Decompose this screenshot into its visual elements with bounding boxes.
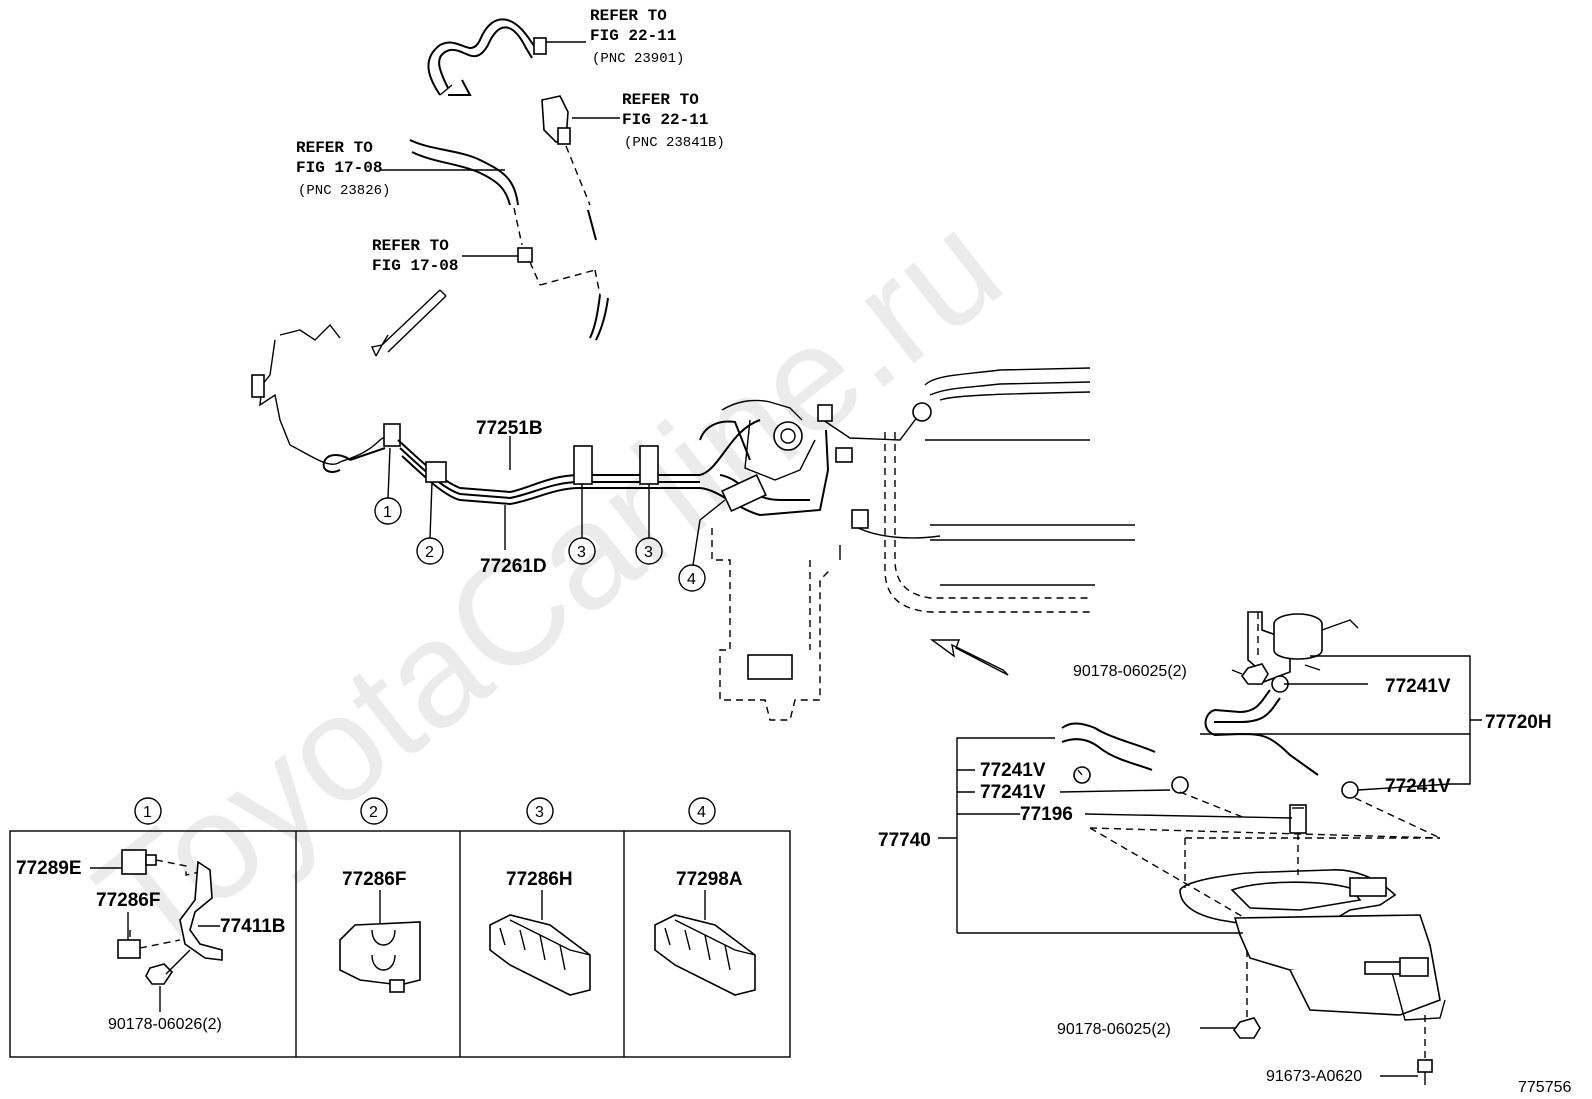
hose-lower xyxy=(1061,722,1189,794)
callout-2: 2 xyxy=(416,481,444,565)
ref-label-1-pnc: (PNC 23901) xyxy=(592,51,684,67)
label-77196: 77196 xyxy=(1020,804,1073,825)
hose-upper xyxy=(1204,689,1319,776)
figure-number: 775756 xyxy=(1518,1079,1571,1096)
cell3-label: 77286H xyxy=(506,869,573,890)
cell1-parts xyxy=(117,849,223,985)
ref-label-3: REFER TO xyxy=(296,139,373,157)
purge-valve xyxy=(1289,804,1307,834)
label-clip-a: 77241V xyxy=(1385,676,1451,697)
label-clip-d: 77241V xyxy=(1385,776,1451,797)
tube-bundle xyxy=(251,323,830,517)
table-header-4: 4 xyxy=(688,797,716,825)
callout-1: 1 xyxy=(374,447,402,525)
direction-arrow-1 xyxy=(371,289,447,357)
cell1-label-a: 77289E xyxy=(16,858,82,879)
callout-4: 4 xyxy=(678,499,726,592)
ref-label-4: REFER TO xyxy=(372,237,449,255)
part-label-77261d: 77261D xyxy=(480,556,547,577)
clamp-77286h xyxy=(489,914,591,996)
svg-text:4: 4 xyxy=(697,804,706,821)
label-clip-c: 77241V xyxy=(980,782,1046,803)
clamp-77298a xyxy=(654,914,756,996)
charcoal-canister xyxy=(1179,869,1446,1021)
direction-arrow-2 xyxy=(929,639,1009,676)
hose-ref-23826 xyxy=(409,139,609,341)
table-header-2: 2 xyxy=(360,797,388,825)
label-stud: 91673-A0620 xyxy=(1266,1068,1362,1085)
label-bolt-bottom: 90178-06025(2) xyxy=(1057,1021,1171,1038)
part-label-77251b: 77251B xyxy=(476,418,543,439)
stud-bolt xyxy=(1417,1059,1433,1085)
label-clip-b: 77241V xyxy=(980,760,1046,781)
sensor-ref-23841b xyxy=(541,95,597,241)
ref-label-3-pnc: (PNC 23826) xyxy=(298,183,390,199)
cell4-label: 77298A xyxy=(676,869,743,890)
clamp-77286f xyxy=(339,921,421,993)
svg-text:2: 2 xyxy=(369,804,378,821)
cell1-label-c: 77411B xyxy=(220,916,286,937)
fuel-hose-ref-23901 xyxy=(427,18,547,96)
label-77740: 77740 xyxy=(878,830,931,851)
cell1-label-b: 77286F xyxy=(96,890,160,911)
svg-text:3: 3 xyxy=(535,804,544,821)
callout-3a: 3 xyxy=(568,484,596,565)
svg-text:1: 1 xyxy=(143,804,152,821)
svg-text:3: 3 xyxy=(644,544,653,561)
cell2-label: 77286F xyxy=(342,869,406,890)
ref-label-4-fig: FIG 17-08 xyxy=(372,257,458,275)
table-header-3: 3 xyxy=(526,797,554,825)
ref-label-2-pnc: (PNC 23841B) xyxy=(624,135,725,151)
detail-table xyxy=(9,830,791,1058)
ref-label-1-fig: FIG 22-11 xyxy=(590,27,676,45)
callout-3b: 3 xyxy=(635,484,663,565)
table-header-1: 1 xyxy=(134,797,162,825)
svg-text:2: 2 xyxy=(425,544,434,561)
vsv-assembly xyxy=(1241,611,1359,693)
cell1-label-d: 90178-06026(2) xyxy=(108,1016,222,1033)
ref-label-2: REFER TO xyxy=(622,91,699,109)
svg-text:1: 1 xyxy=(383,504,392,521)
svg-text:3: 3 xyxy=(577,544,586,561)
clip-77241v xyxy=(1341,781,1359,799)
label-bolt-top: 90178-06025(2) xyxy=(1073,663,1187,680)
bolt-bottom xyxy=(1233,1017,1261,1039)
ref-label-2-fig: FIG 22-11 xyxy=(622,111,708,129)
bracket-77740 xyxy=(956,737,1243,934)
label-77720h: 77720H xyxy=(1485,712,1552,733)
ref-label-3-fig: FIG 17-08 xyxy=(296,159,382,177)
ref-label-1: REFER TO xyxy=(590,7,667,25)
fuel-tank-outline xyxy=(711,367,1135,721)
svg-text:4: 4 xyxy=(687,571,696,588)
